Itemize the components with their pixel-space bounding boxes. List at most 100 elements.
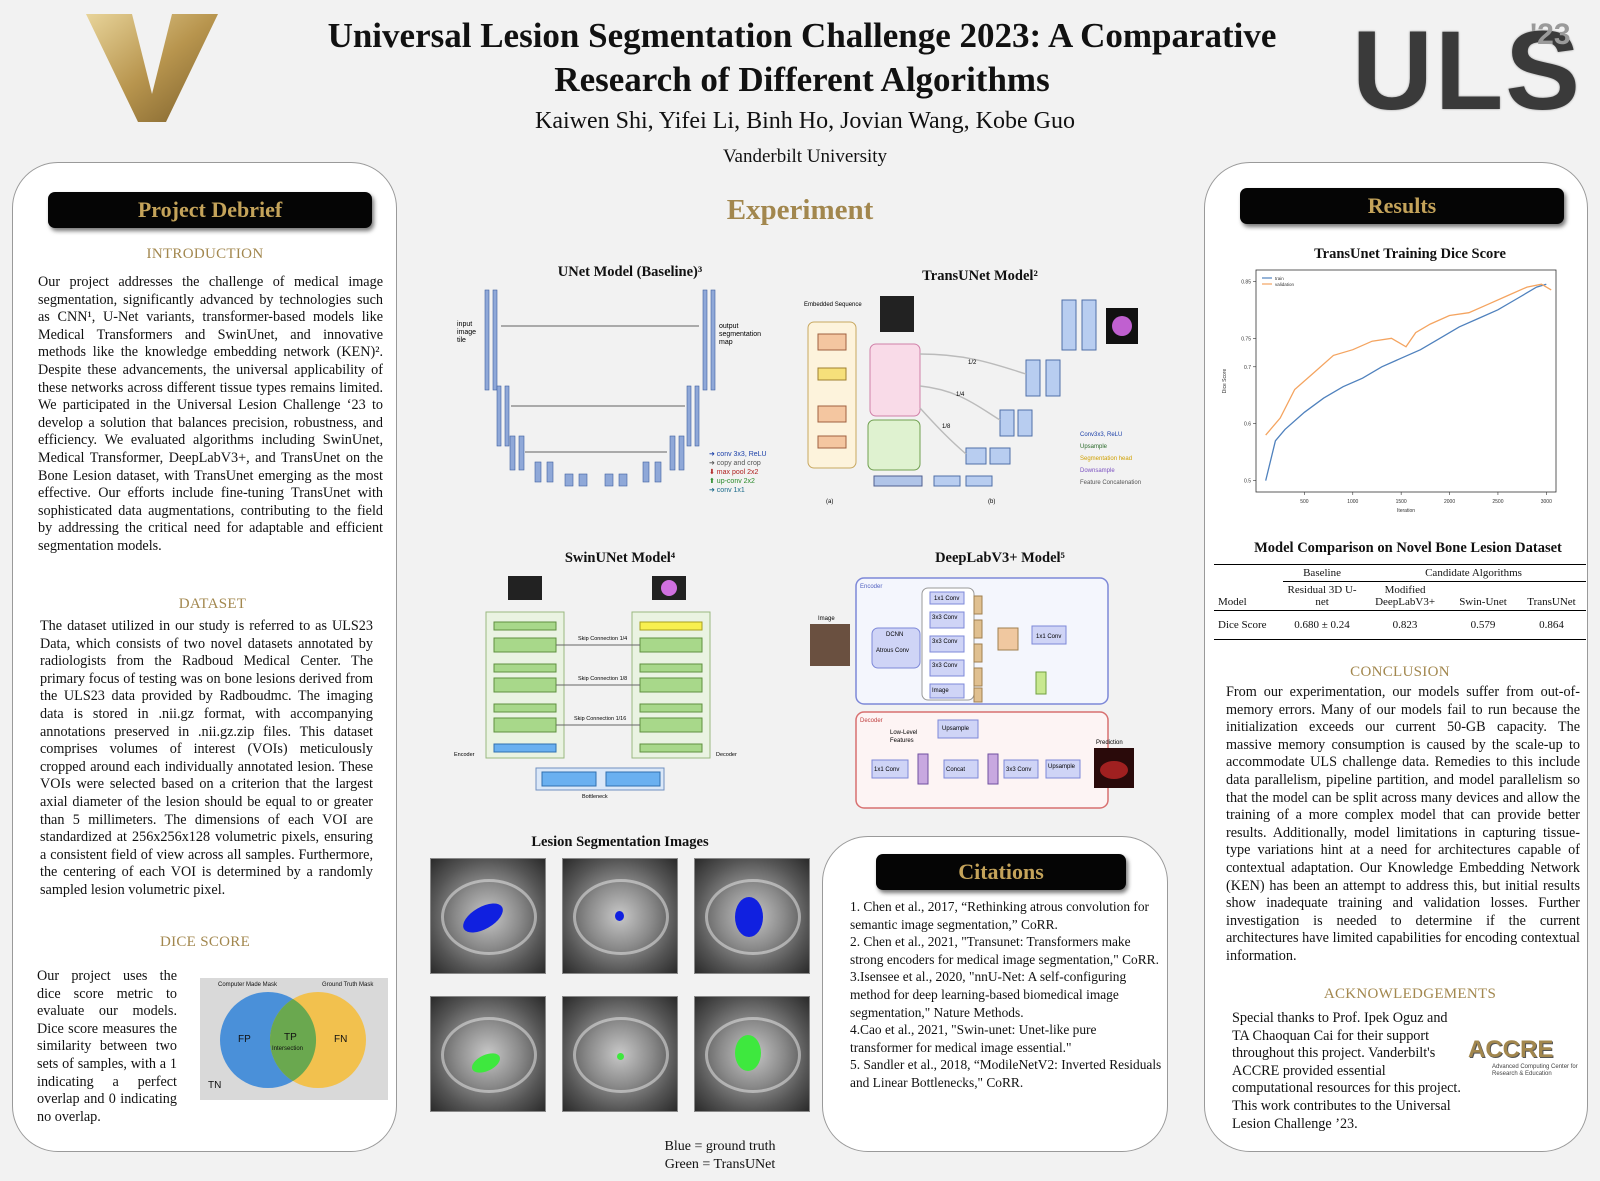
svg-text:(a): (a) xyxy=(826,499,833,505)
svg-text:tile: tile xyxy=(457,337,466,344)
svg-text:Downsample: Downsample xyxy=(1080,468,1115,474)
x-tick-label: 3000 xyxy=(1541,499,1552,505)
svg-text:➜ copy and crop: ➜ copy and crop xyxy=(709,460,761,467)
svg-text:Feature Concatenation: Feature Concatenation xyxy=(1080,480,1141,486)
transunet-title: TransUNet Model² xyxy=(922,268,1038,284)
svg-text:Upsample: Upsample xyxy=(1048,764,1076,770)
series-line-validation xyxy=(1265,283,1552,436)
title-line-1: Universal Lesion Segmentation Challenge … xyxy=(327,16,1277,55)
svg-text:output: output xyxy=(719,323,739,330)
results-panel xyxy=(1204,162,1588,1152)
dataset-text: The dataset utilized in our study is ref… xyxy=(40,618,373,898)
svg-text:Embedded Sequence: Embedded Sequence xyxy=(804,302,862,308)
uls-logo-year: '23 xyxy=(1530,18,1571,51)
x-tick-label: 1500 xyxy=(1396,499,1407,505)
svg-text:1/4: 1/4 xyxy=(956,392,965,398)
lesion-image-grid xyxy=(430,858,810,1126)
svg-text:Encoder: Encoder xyxy=(454,752,475,758)
y-tick-label: 0.6 xyxy=(1244,422,1251,428)
svg-text:Low-Level: Low-Level xyxy=(890,730,917,736)
table-col-model: Model xyxy=(1218,596,1247,608)
table-col-residual-unet: Residual 3D U-net xyxy=(1287,584,1357,608)
venn-label-right: Ground Truth Mask xyxy=(322,982,374,988)
citation-item: 1. Chen et al., 2017, “Rethinking atrous… xyxy=(850,899,1150,932)
svg-text:DCNN: DCNN xyxy=(886,632,903,638)
introduction-text: Our project addresses the challenge of m… xyxy=(38,274,383,554)
dice-score-heading: DICE SCORE xyxy=(159,934,251,950)
project-debrief-header: Project Debrief xyxy=(48,192,372,228)
x-tick-label: 2500 xyxy=(1492,499,1503,505)
svg-text:Decoder: Decoder xyxy=(716,752,737,758)
svg-text:➜ conv 3x3, ReLU: ➜ conv 3x3, ReLU xyxy=(709,451,767,458)
svg-text:image: image xyxy=(457,329,476,336)
y-tick-label: 0.5 xyxy=(1244,479,1251,485)
affiliation: Vanderbilt University xyxy=(722,146,888,167)
svg-text:Encoder: Encoder xyxy=(860,584,882,590)
conclusion-heading: CONCLUSION xyxy=(1350,664,1450,680)
lesion-gt-image-1 xyxy=(430,858,546,974)
results-header: Results xyxy=(1240,188,1564,224)
svg-text:3x3 Conv: 3x3 Conv xyxy=(932,615,957,621)
svg-text:Conv3x3, ReLU: Conv3x3, ReLU xyxy=(1080,432,1122,438)
swinunet-title: SwinUNet Model⁴ xyxy=(564,550,676,566)
svg-text:Bottleneck: Bottleneck xyxy=(582,794,608,800)
svg-text:1/2: 1/2 xyxy=(968,360,977,366)
lesion-pred-image-1 xyxy=(430,996,546,1112)
table-title: Model Comparison on Novel Bone Lesion Da… xyxy=(1254,540,1562,556)
venn-label-left: Computer Made Mask xyxy=(218,982,278,988)
lesion-gt-image-2 xyxy=(562,858,678,974)
dataset-heading: DATASET xyxy=(178,596,247,612)
x-tick-label: 1000 xyxy=(1347,499,1358,505)
unet-title: UNet Model (Baseline)³ xyxy=(557,264,703,280)
lesion-gt-image-3 xyxy=(694,858,810,974)
citation-item: 2. Chen et al., 2021, "Transunet: Transf… xyxy=(850,934,1159,967)
acknowledgements-heading: ACKNOWLEDGEMENTS xyxy=(1323,986,1497,1002)
legend-label-train: train xyxy=(1275,276,1284,281)
svg-text:Prediction: Prediction xyxy=(1096,740,1123,746)
dice-score-text: Our project uses the dice score metric t… xyxy=(37,968,177,1125)
citation-item: 3.Isensee et al., 2020, "nnU-Net: A self… xyxy=(850,969,1127,1020)
lesion-pred-image-2 xyxy=(562,996,678,1112)
svg-text:1x1 Conv: 1x1 Conv xyxy=(1036,634,1061,640)
table-val-swin: 0.579 xyxy=(1470,619,1496,631)
chart-plot-area xyxy=(1255,269,1557,493)
series-line-train xyxy=(1265,283,1547,481)
table-val-residual-unet: 0.680 ± 0.24 xyxy=(1294,619,1350,631)
lesion-caption: Blue = ground truth Green = TransUNet xyxy=(610,1138,830,1174)
venn-fp: FP xyxy=(238,1034,251,1045)
poster-title: Universal Lesion Segmentation Challenge … xyxy=(240,14,1364,102)
uls-logo-text: ULS xyxy=(1352,8,1582,133)
citations-list: 1. Chen et al., 2017, “Rethinking atrous… xyxy=(850,898,1162,1092)
svg-text:Image: Image xyxy=(818,616,835,622)
venn-tn: TN xyxy=(208,1080,222,1091)
legend-label-validation: validation xyxy=(1275,282,1295,287)
title-line-2: Research of Different Algorithms xyxy=(554,60,1050,99)
deeplab-title: DeepLabV3+ Model⁵ xyxy=(935,550,1065,566)
venn-intersection xyxy=(269,999,317,1081)
caption-green: Green = TransUNet xyxy=(664,1157,776,1172)
x-axis-label: Iteration xyxy=(1397,508,1415,514)
svg-text:3x3 Conv: 3x3 Conv xyxy=(932,639,957,645)
table-group-baseline: Baseline xyxy=(1283,564,1362,582)
table-val-deeplab: 0.823 xyxy=(1392,619,1418,631)
lesion-pred-image-3 xyxy=(694,996,810,1112)
citation-item: 4.Cao et al., 2021, "Swin-unet: Unet-lik… xyxy=(850,1022,1097,1055)
y-tick-label: 0.7 xyxy=(1244,365,1251,371)
introduction-heading: INTRODUCTION xyxy=(146,246,264,262)
svg-text:1x1 Conv: 1x1 Conv xyxy=(874,767,899,773)
citations-header: Citations xyxy=(876,854,1126,890)
x-tick-label: 500 xyxy=(1300,499,1309,505)
svg-text:Skip Connection 1/8: Skip Connection 1/8 xyxy=(578,676,627,682)
table-group-candidates: Candidate Algorithms xyxy=(1361,564,1586,582)
svg-text:➜ conv 1x1: ➜ conv 1x1 xyxy=(709,487,745,494)
table-col-deeplab: Modified DeepLabV3+ xyxy=(1375,584,1436,608)
svg-text:(b): (b) xyxy=(988,499,995,505)
svg-text:Skip Connection 1/4: Skip Connection 1/4 xyxy=(578,636,627,642)
svg-text:⬇ max pool 2x2: ⬇ max pool 2x2 xyxy=(709,468,759,476)
svg-text:map: map xyxy=(719,339,733,346)
conclusion-text: From our experimentation, our models suf… xyxy=(1226,684,1580,964)
svg-text:Image: Image xyxy=(932,688,949,694)
vanderbilt-logo xyxy=(82,6,222,126)
